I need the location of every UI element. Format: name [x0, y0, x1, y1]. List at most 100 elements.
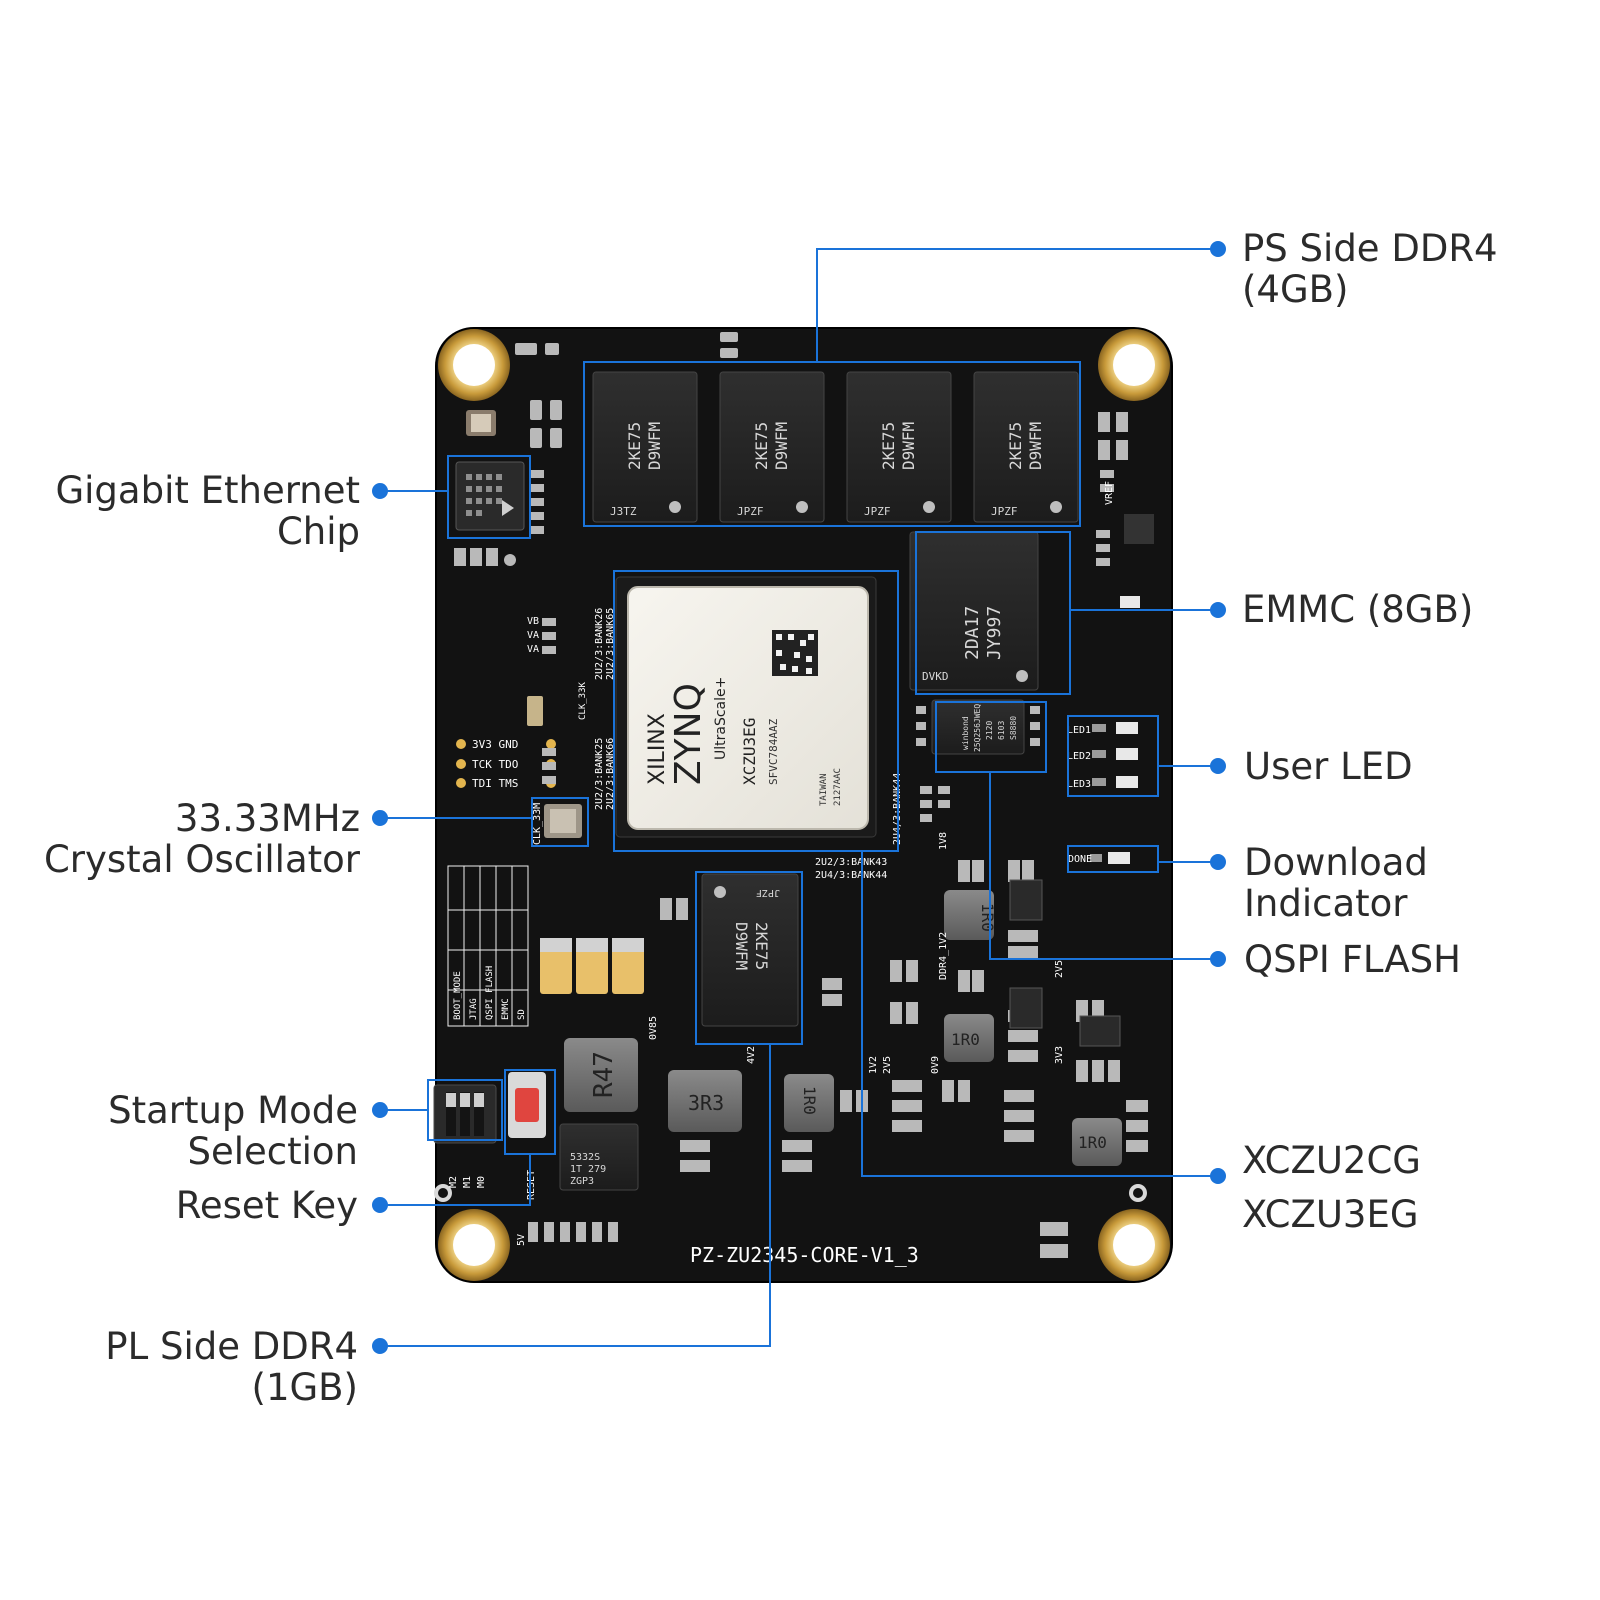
ddr-mark-2: 2KE75 [752, 422, 771, 470]
bank-bottom-2: 2U4/3:BANK44 [815, 870, 887, 881]
fpga-family: ZYNQ [668, 683, 709, 785]
emmc-mark-2: JY997 [984, 606, 1005, 660]
dot-done [1210, 854, 1226, 870]
callout-crystal-line1: 33.33MHz [174, 797, 360, 840]
rail-0v85-a: 0V85 [648, 1016, 659, 1040]
callout-ethernet-line2: Chip [276, 510, 360, 553]
inductor-1r0-b: 1R0 [978, 903, 997, 932]
rail-4v2: 4V2 [746, 1046, 757, 1064]
rail-1v2: 1V2 [868, 1056, 879, 1074]
vref-a: VB [527, 616, 539, 627]
zynq-fpga: XILINX ZYNQ UltraScale+ XCZU3EG SFVC784A… [615, 576, 877, 838]
box-qspi [935, 701, 1047, 773]
fpga-origin: TAIWAN [819, 773, 829, 806]
bank-top-2: 2U2/3:BANK65 [605, 608, 616, 680]
ddr-mark-3: 2KE75 [879, 422, 898, 470]
ddr-mark-4: 2KE75 [1006, 422, 1025, 470]
led-label-3: LED3 [1067, 779, 1091, 790]
done-label: DONE [1068, 854, 1092, 865]
ethernet-chip [455, 410, 525, 531]
line-fpga [861, 851, 1215, 1177]
box-done [1067, 845, 1159, 873]
box-user-led [1067, 715, 1159, 797]
boot-mode-table: BOOT_MODE JTAG QSPI FLASH EMMC SD [447, 865, 529, 1027]
inductor-r47: R47 [589, 1051, 619, 1098]
boot-qspi: QSPI FLASH [485, 966, 495, 1020]
callout-ps-ddr4-line1: PS Side DDR4 [1242, 227, 1498, 270]
ddr-code-4: JPZF [991, 505, 1018, 518]
callout-ethernet: Gigabit Ethernet Chip [55, 470, 360, 552]
qspi-mark-5: S8880 [1009, 716, 1018, 740]
dot-emmc [1210, 602, 1226, 618]
callout-fpga-line2: XCZU3EG [1242, 1193, 1419, 1236]
qspi-mark-4: 6103 [997, 721, 1006, 740]
callout-ps-ddr4: PS Side DDR4 (4GB) [1242, 228, 1498, 310]
callout-startup-line1: Startup Mode [108, 1089, 358, 1132]
emmc-chip: 2DA17 JY997 DVKD [909, 531, 1039, 691]
callout-emmc-line1: EMMC (8GB) [1242, 588, 1474, 631]
dot-user-led [1210, 758, 1226, 774]
jtag-pads: 3V3 GND TCK TDO TDI TMS [456, 738, 556, 790]
box-ps-ddr4 [583, 361, 1081, 527]
dot-pl-ddr4 [372, 1338, 388, 1354]
clock-ic-mark-1: 5332S [570, 1152, 600, 1163]
callout-user-led: User LED [1244, 746, 1413, 787]
callout-reset: Reset Key [176, 1185, 358, 1226]
clock-ic: 5332S 1T 279 ZGP3 [559, 1123, 639, 1191]
jtag-row-1: 3V3 GND [472, 738, 518, 751]
inductor-1r0-c: 1R0 [951, 1030, 980, 1049]
fpga-brand: XILINX [645, 713, 670, 785]
callout-user-led-line1: User LED [1244, 745, 1413, 788]
rail-5v: 5V [516, 1234, 527, 1246]
callout-pl-ddr4-line1: PL Side DDR4 [105, 1325, 358, 1368]
dot-fpga [1210, 1168, 1226, 1184]
tantalum-capacitors [540, 938, 644, 994]
callout-download-line2: Indicator [1244, 882, 1408, 925]
box-emmc [915, 531, 1071, 695]
ps-ddr4-chips: 2KE75 D9WFM 2KE75 D9WFM 2KE75 D9WFM 2KE7… [592, 371, 1079, 523]
board-name: PZ-ZU2345-CORE-V1_3 [690, 1243, 919, 1267]
qspi-flash-chip: winbond 25Q256JWEQ 2120 6103 S8880 [916, 699, 1040, 755]
clock-ic-mark-2: 1T 279 [570, 1164, 606, 1175]
callout-ps-ddr4-line2: (4GB) [1242, 268, 1349, 311]
dot-startup [372, 1102, 388, 1118]
led-label-2: LED2 [1067, 751, 1091, 762]
ddr-code-3: JPZF [864, 505, 891, 518]
qspi-mark-3: 2120 [985, 721, 994, 740]
rail-0v9: 0V9 [930, 1056, 941, 1074]
dot-crystal [372, 810, 388, 826]
mode-m1: M1 [462, 1176, 473, 1188]
callout-startup-line2: Selection [187, 1130, 358, 1173]
jtag-row-2: TCK TDO [472, 758, 518, 771]
mode-m0: M0 [476, 1176, 487, 1188]
ddr-code-1: J3TZ [610, 505, 637, 518]
dot-qspi [1210, 951, 1226, 967]
line-pl-ddr4 [380, 1044, 771, 1347]
boot-header: BOOT_MODE [453, 971, 463, 1020]
ddr-mark-4b: D9WFM [1026, 422, 1045, 470]
callout-qspi: QSPI FLASH [1244, 939, 1461, 980]
ddr-code-2: JPZF [737, 505, 764, 518]
inductor-1r0-a: 1R0 [800, 1086, 819, 1115]
reset-key: RESET [434, 1072, 546, 1202]
fpga-package: SFVC784AAZ [767, 718, 780, 785]
pl-ddr-code: JPZF [756, 887, 780, 898]
line-qspi [989, 772, 1215, 960]
callout-qspi-line1: QSPI FLASH [1244, 938, 1461, 981]
pl-ddr-mark-2: D9WFM [732, 922, 751, 970]
callout-ethernet-line1: Gigabit Ethernet [55, 469, 360, 512]
vref-silk: VREF [1104, 481, 1115, 505]
ddr-mark-1: 2KE75 [625, 422, 644, 470]
mounting-holes [438, 329, 1170, 1281]
qspi-mark-1: winbond [961, 716, 970, 750]
rail-ddr4-1v2: DDR4_1V2 [938, 932, 949, 980]
bank-mid-2: 2U2/3:BANK66 [605, 738, 616, 810]
boot-jtag: JTAG [469, 998, 479, 1020]
dot-ethernet [372, 483, 388, 499]
pl-ddr-mark-1: 2KE75 [752, 922, 771, 970]
bank-passives [542, 618, 950, 822]
rail-3v3: 3V3 [1054, 1046, 1065, 1064]
bank-bottom-1: 2U2/3:BANK43 [815, 857, 887, 868]
